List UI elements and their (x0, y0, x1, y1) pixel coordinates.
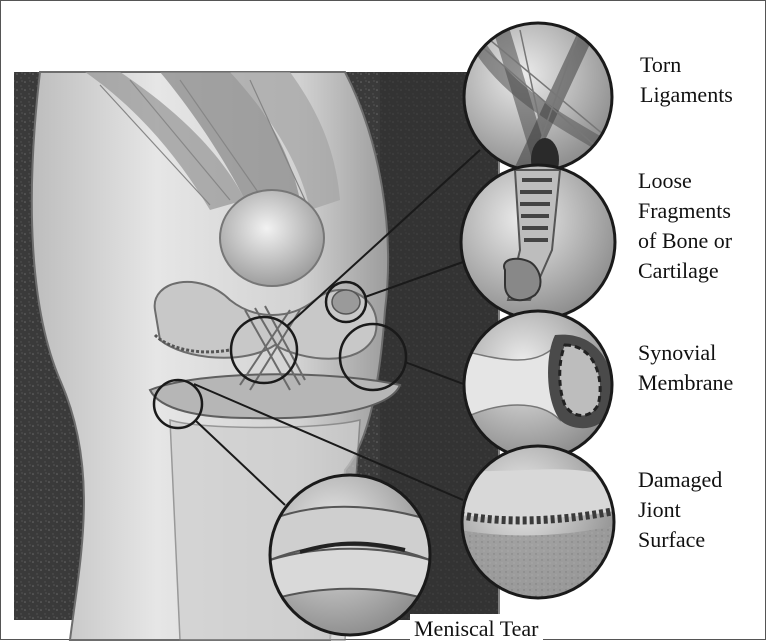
lens-meniscal-tear (270, 475, 430, 635)
label-line: Ligaments (640, 80, 733, 110)
label-line: Loose (638, 166, 732, 196)
label-line: Synovial (638, 338, 733, 368)
label-line: Meniscal Tear (414, 614, 539, 644)
label-line: of Bone or (638, 226, 732, 256)
label-damaged-joint-surface: Damaged Jiont Surface (638, 465, 722, 555)
label-line: Jiont (638, 495, 722, 525)
label-line: Damaged (638, 465, 722, 495)
label-line: Fragments (638, 196, 732, 226)
label-synovial-membrane: Synovial Membrane (638, 338, 733, 398)
kneecap (220, 190, 324, 286)
label-line: Torn (640, 50, 733, 80)
lens-damaged-joint-surface (460, 446, 620, 600)
label-torn-ligaments: Torn Ligaments (640, 50, 733, 110)
label-line: Membrane (638, 368, 733, 398)
label-loose-fragments: Loose Fragments of Bone or Cartilage (638, 166, 732, 286)
label-line: Cartilage (638, 256, 732, 286)
lens-loose-fragments (461, 165, 615, 319)
label-line: Surface (638, 525, 722, 555)
label-meniscal-tear: Meniscal Tear (410, 614, 543, 644)
